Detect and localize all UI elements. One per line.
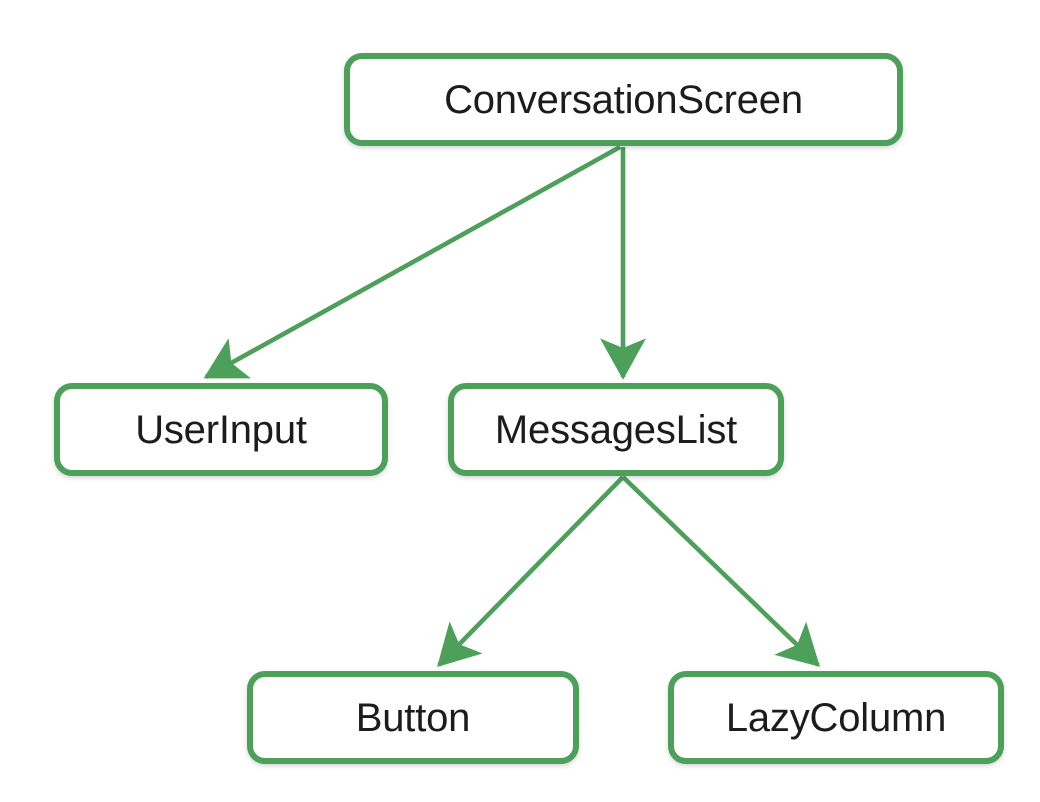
edge-conversationscreen-userinput xyxy=(203,144,622,380)
node-label-conversationscreen: ConversationScreen xyxy=(444,77,803,122)
node-messageslist[interactable]: MessagesList xyxy=(448,383,784,476)
node-userinput[interactable]: UserInput xyxy=(54,383,388,476)
node-label-lazycolumn: LazyColumn xyxy=(725,695,947,740)
node-lazycolumn[interactable]: LazyColumn xyxy=(668,671,1004,764)
node-label-messageslist: MessagesList xyxy=(494,407,738,452)
node-label-userinput: UserInput xyxy=(135,407,307,452)
node-button[interactable]: Button xyxy=(247,671,579,764)
edge-messageslist-button xyxy=(437,475,625,667)
node-conversationscreen[interactable]: ConversationScreen xyxy=(344,53,903,146)
edge-messageslist-lazycolumn xyxy=(621,475,820,667)
node-label-button: Button xyxy=(355,695,471,740)
